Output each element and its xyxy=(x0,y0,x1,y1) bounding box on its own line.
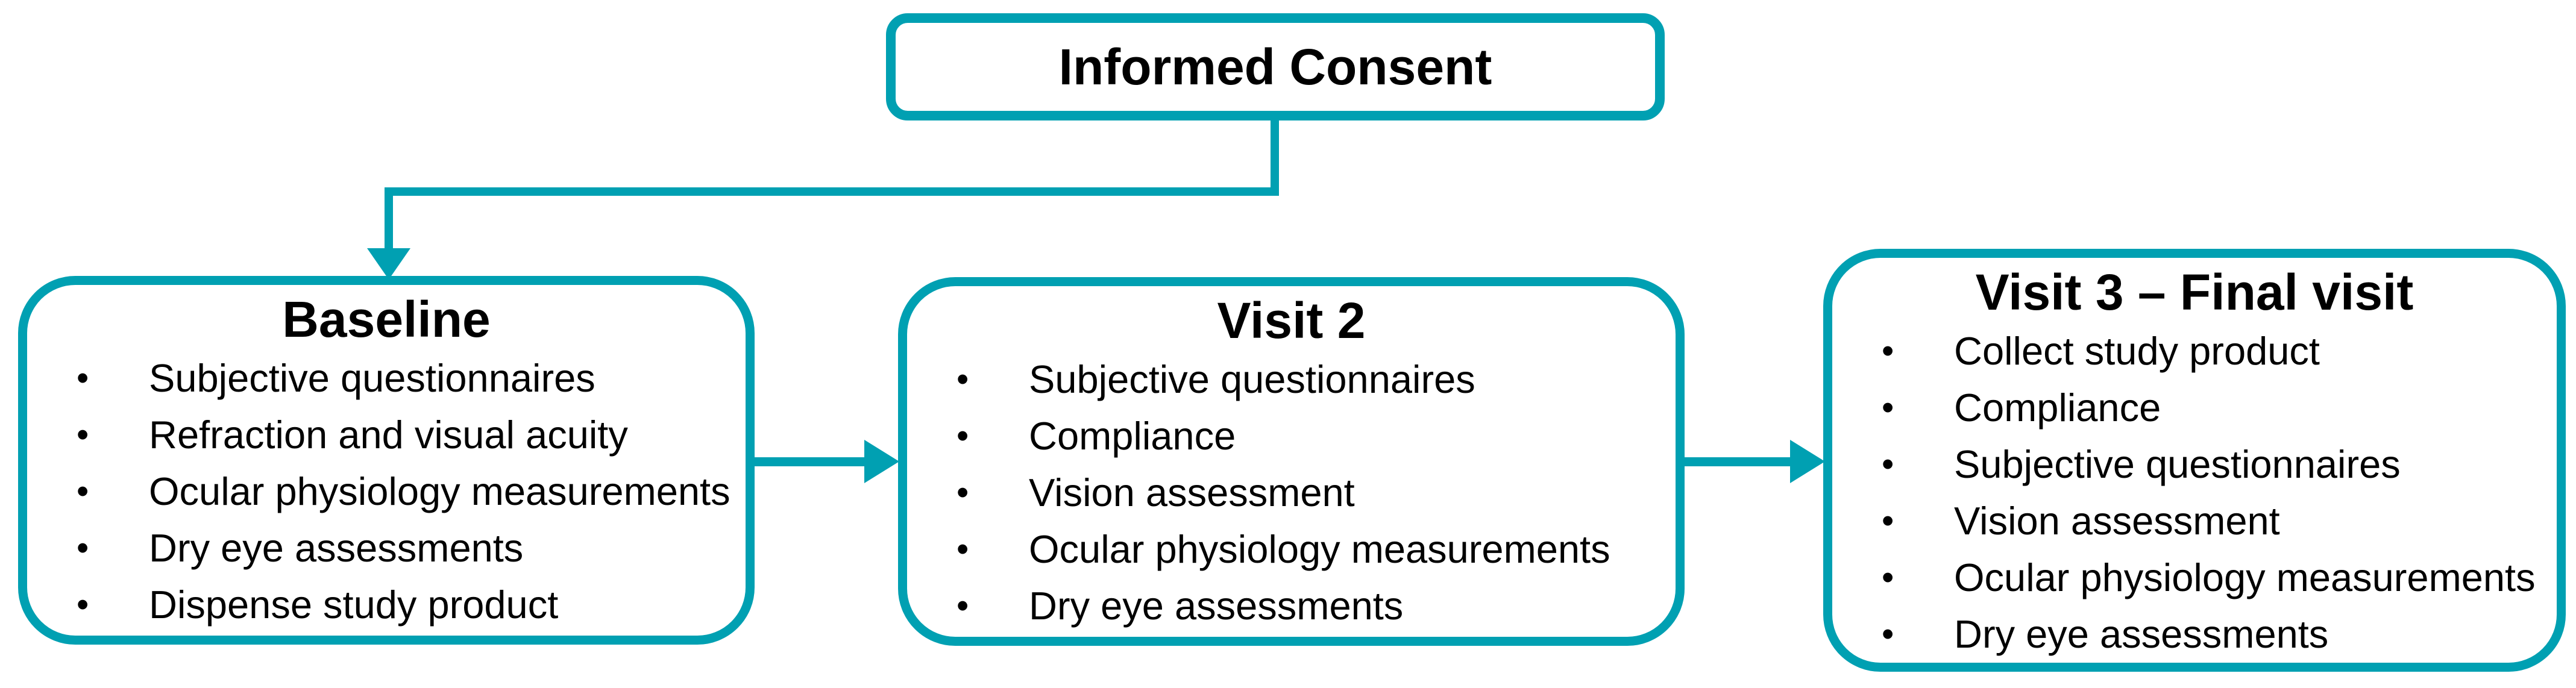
visit3-title: Visit 3 – Final visit xyxy=(1975,264,2414,321)
informed-consent-node: Informed Consent xyxy=(886,13,1665,120)
list-item: • Dry eye assessments xyxy=(39,520,734,577)
arrow-right-icon xyxy=(864,440,899,483)
bullet-icon: • xyxy=(77,585,89,624)
bullet-icon: • xyxy=(77,472,89,511)
list-item-label: Refraction and visual acuity xyxy=(149,413,628,457)
visit2-node: Visit 2 • Subjective questionnaires • Co… xyxy=(898,277,1685,646)
list-item: • Dry eye assessments xyxy=(1844,606,2545,663)
list-item: • Subjective questionnaires xyxy=(39,350,734,407)
connector-baseline-to-visit2 xyxy=(755,457,867,466)
list-item-label: Subjective questionnaires xyxy=(149,356,595,400)
connector-consent-horizontal xyxy=(385,187,1279,196)
list-item-label: Compliance xyxy=(1954,386,2161,430)
connector-consent-vertical xyxy=(1271,119,1279,196)
list-item-label: Subjective questionnaires xyxy=(1954,442,2401,486)
list-item: • Collect study product xyxy=(1844,323,2545,380)
baseline-title: Baseline xyxy=(282,291,491,348)
list-item: • Ocular physiology measurements xyxy=(919,521,1663,578)
bullet-icon: • xyxy=(1882,558,1894,597)
list-item-label: Subjective questionnaires xyxy=(1029,357,1475,401)
bullet-icon: • xyxy=(77,415,89,454)
bullet-icon: • xyxy=(1882,501,1894,540)
connector-visit2-to-visit3 xyxy=(1685,457,1791,466)
list-item-label: Compliance xyxy=(1029,414,1236,458)
list-item: • Vision assessment xyxy=(1844,493,2545,549)
bullet-icon: • xyxy=(1882,331,1894,371)
list-item-label: Dry eye assessments xyxy=(1954,612,2329,656)
connector-baseline-vertical xyxy=(385,187,393,254)
list-item: • Subjective questionnaires xyxy=(919,351,1663,408)
list-item-label: Collect study product xyxy=(1954,329,2320,373)
list-item: • Compliance xyxy=(919,408,1663,464)
baseline-assessments-list: • Subjective questionnaires • Refraction… xyxy=(39,350,734,633)
bullet-icon: • xyxy=(77,358,89,398)
list-item-label: Dispense study product xyxy=(149,583,559,627)
bullet-icon: • xyxy=(957,416,969,455)
list-item: • Refraction and visual acuity xyxy=(39,407,734,463)
bullet-icon: • xyxy=(77,528,89,568)
bullet-icon: • xyxy=(957,473,969,512)
list-item-label: Ocular physiology measurements xyxy=(149,469,730,513)
list-item: • Dry eye assessments xyxy=(919,578,1663,634)
list-item-label: Ocular physiology measurements xyxy=(1954,555,2536,599)
list-item: • Ocular physiology measurements xyxy=(39,463,734,520)
list-item: • Dispense study product xyxy=(39,577,734,633)
bullet-icon: • xyxy=(1882,388,1894,427)
bullet-icon: • xyxy=(1882,615,1894,654)
baseline-node: Baseline • Subjective questionnaires • R… xyxy=(18,276,755,645)
list-item: • Compliance xyxy=(1844,380,2545,436)
list-item: • Ocular physiology measurements xyxy=(1844,549,2545,606)
visit3-node: Visit 3 – Final visit • Collect study pr… xyxy=(1823,249,2566,672)
visit3-assessments-list: • Collect study product • Compliance • S… xyxy=(1844,323,2545,663)
visit2-title: Visit 2 xyxy=(1217,292,1366,349)
list-item-label: Ocular physiology measurements xyxy=(1029,527,1610,571)
bullet-icon: • xyxy=(957,530,969,569)
bullet-icon: • xyxy=(1882,445,1894,484)
list-item: • Subjective questionnaires xyxy=(1844,436,2545,493)
list-item-label: Vision assessment xyxy=(1029,471,1355,514)
informed-consent-title: Informed Consent xyxy=(1058,38,1492,95)
bullet-icon: • xyxy=(957,360,969,399)
list-item-label: Dry eye assessments xyxy=(149,526,524,570)
arrow-down-icon xyxy=(367,248,410,280)
list-item-label: Dry eye assessments xyxy=(1029,584,1404,628)
arrow-right-icon xyxy=(1790,440,1825,483)
list-item: • Vision assessment xyxy=(919,464,1663,521)
visit2-assessments-list: • Subjective questionnaires • Compliance… xyxy=(919,351,1663,634)
list-item-label: Vision assessment xyxy=(1954,499,2280,543)
bullet-icon: • xyxy=(957,586,969,625)
